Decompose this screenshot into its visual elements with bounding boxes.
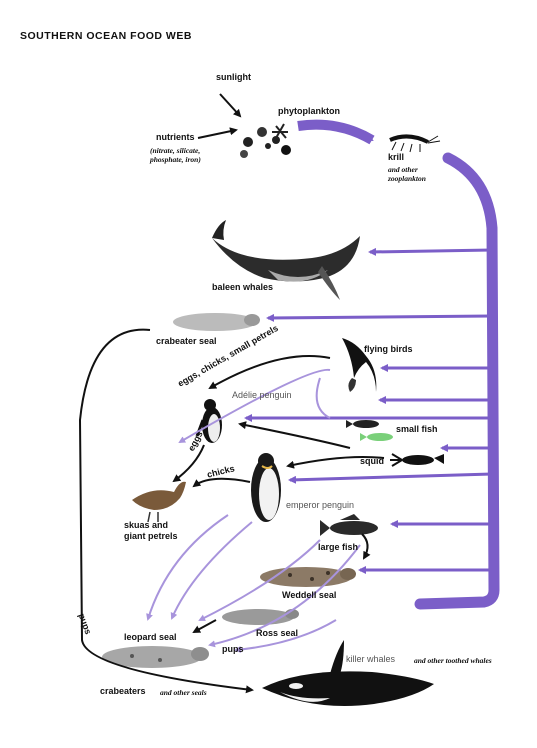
killer-whales-label: killer whales (346, 654, 396, 664)
skua-icon (132, 481, 186, 523)
leopard-seal-icon (102, 646, 209, 668)
emperor-penguin-icon (251, 453, 281, 522)
crabeater-seal-icon (173, 313, 260, 331)
trunk-branches (244, 247, 493, 574)
sunlight-label: sunlight (216, 72, 251, 82)
krill-label: krill (388, 152, 405, 162)
baleen-whale-icon (212, 220, 360, 300)
killer-whale-icon (262, 640, 434, 706)
ross-seal-icon (222, 609, 299, 625)
crabeaters-label: crabeaters (100, 686, 146, 696)
large-fish-label: large fish (318, 542, 359, 552)
arrow-phytoplankton-to-krill (297, 119, 375, 145)
weddell-seal-label: Weddell seal (282, 590, 337, 600)
phytoplankton-label: phytoplankton (278, 106, 340, 116)
small-fish-icon (346, 420, 393, 441)
large-fish-icon (320, 514, 378, 536)
krill-trunk-line (414, 152, 500, 610)
nutrients-label: nutrients (156, 132, 195, 142)
krill-detail-1: and other (388, 165, 418, 174)
skuas-label: skuas and (124, 520, 169, 530)
emperor-penguin-label: emperor penguin (286, 500, 355, 510)
adelie-penguin-label: Adélie penguin (232, 390, 292, 400)
squid-label: squid (360, 456, 384, 466)
pups-label-right: pups (222, 644, 244, 654)
squid-icon (390, 453, 444, 467)
light-purple-links (146, 368, 361, 653)
baleen-whales-label: baleen whales (212, 282, 274, 292)
diagram-title: SOUTHERN OCEAN FOOD WEB (20, 30, 192, 42)
killer-whales-detail: and other toothed whales (414, 656, 492, 665)
krill-icon (389, 134, 441, 153)
small-fish-label: small fish (396, 424, 438, 434)
giant-petrels-label: giant petrels (124, 531, 178, 541)
black-links (78, 93, 385, 694)
nutrients-detail-1: (nitrate, silicate, (150, 146, 201, 155)
flying-birds-label: flying birds (364, 344, 413, 354)
ross-seal-label: Ross seal (256, 628, 299, 638)
phytoplankton-icon (240, 123, 291, 158)
krill-detail-2: zooplankton (388, 174, 426, 183)
leopard-seal-label: leopard seal (124, 632, 177, 642)
flying-bird-icon (342, 338, 377, 392)
nutrients-detail-2: phosphate, iron) (150, 155, 201, 164)
crabeaters-detail: and other seals (160, 688, 207, 697)
crabeater-seal-label: crabeater seal (156, 336, 217, 346)
